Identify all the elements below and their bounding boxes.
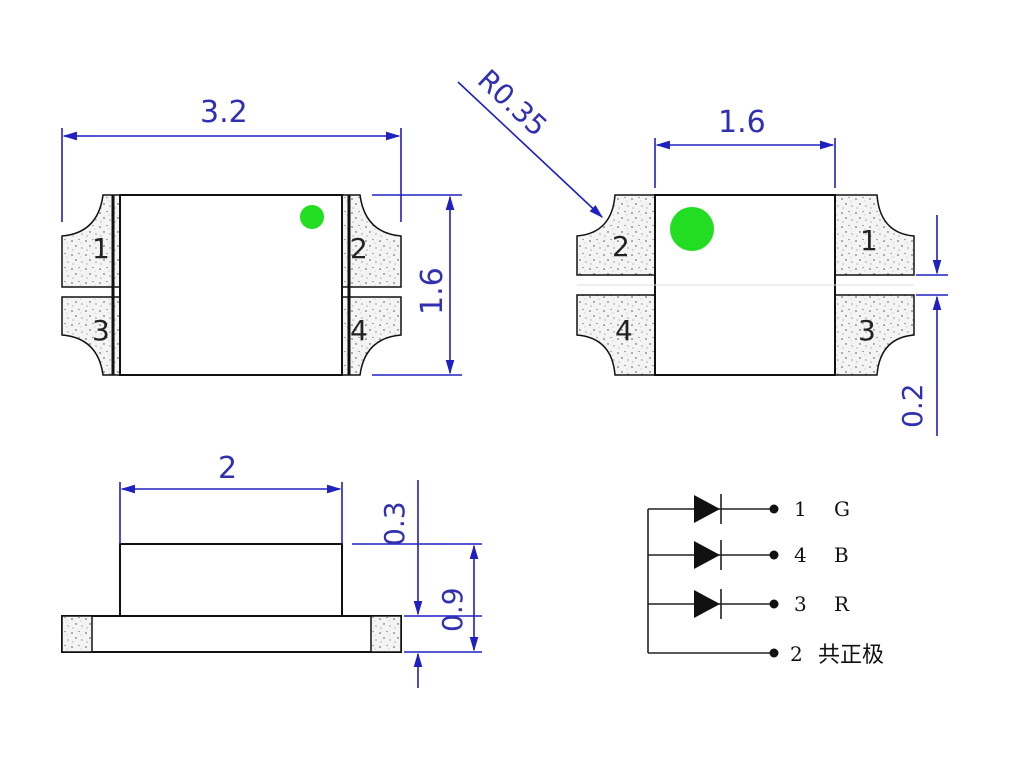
schematic-pin-name-g: G [834, 497, 850, 521]
top-led-dot [300, 205, 324, 229]
diode-g-icon [694, 495, 720, 523]
diode-b-icon [694, 541, 720, 569]
schematic: 1 G 4 B 3 R 2 共正极 [647, 494, 884, 668]
bottom-pad-length-label: 1.6 [718, 105, 766, 140]
side-pad-left [61, 615, 93, 653]
top-pin-label-2: 2 [350, 232, 368, 265]
side-lens-height-label: 0.3 [378, 501, 411, 546]
top-length-label: 3.2 [200, 95, 248, 130]
schematic-pin-num-3: 3 [794, 592, 807, 616]
side-total-height-label: 0.9 [436, 587, 469, 632]
top-pad-3 [61, 296, 121, 376]
bottom-pad-4 [576, 294, 656, 376]
schematic-pin-num-2: 2 [790, 642, 803, 666]
bottom-pad-2 [576, 194, 656, 276]
schematic-pin-num-1: 1 [794, 497, 807, 521]
bottom-radius-label: R0.35 [471, 63, 553, 143]
bottom-led-dot [670, 207, 714, 251]
top-pin-label-4: 4 [350, 314, 368, 347]
bottom-pin-label-3: 3 [858, 314, 876, 347]
schematic-pin-name-b: B [834, 543, 849, 567]
top-pin-label-3: 3 [92, 314, 110, 347]
bottom-pad-3 [834, 294, 915, 376]
top-pad-4 [341, 296, 402, 376]
bottom-pin-label-2: 2 [612, 230, 630, 263]
top-pin-label-1: 1 [92, 232, 110, 265]
side-length-label: 2 [218, 451, 237, 486]
top-pad-1 [61, 194, 121, 288]
side-base [61, 615, 402, 653]
top-width-label: 1.6 [415, 267, 450, 315]
bottom-view: 2 1 4 3 R0.35 1.6 0.2 [457, 63, 948, 436]
schematic-pin-name-r: R [834, 592, 850, 616]
schematic-pin-name-common-anode: 共正极 [818, 643, 884, 668]
side-lens [119, 543, 343, 617]
side-pad-right [370, 615, 402, 653]
top-pad-2 [341, 194, 402, 288]
schematic-pin-num-4: 4 [794, 543, 807, 567]
bottom-pin-label-4: 4 [615, 314, 633, 347]
top-view: 1 2 3 4 3.2 1.6 [61, 95, 462, 376]
diode-r-icon [694, 590, 720, 618]
bottom-pin-label-1: 1 [860, 224, 878, 257]
bottom-gap-label: 0.2 [896, 383, 929, 428]
side-view: 2 0.3 0.9 [61, 451, 482, 688]
bottom-pad-1 [834, 194, 915, 276]
